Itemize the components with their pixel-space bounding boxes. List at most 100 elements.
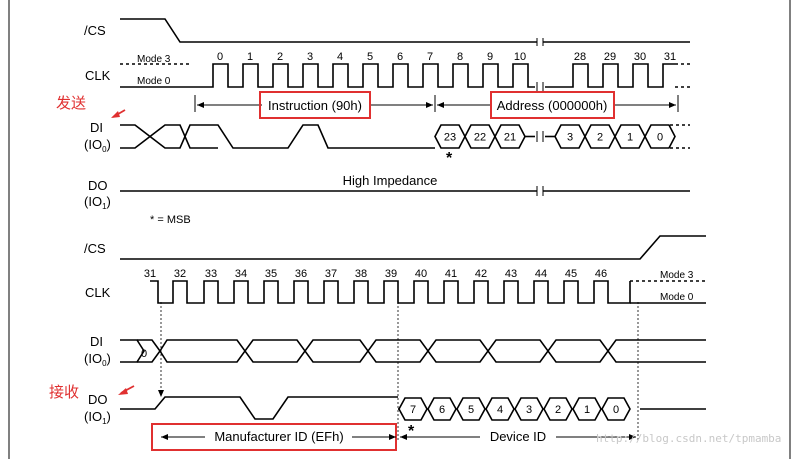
- top-mode3-label: Mode 3: [137, 54, 171, 65]
- instruction-label: Instruction (90h): [268, 98, 362, 113]
- data-bit-label: 6: [439, 404, 445, 416]
- data-bit-label: 4: [497, 404, 503, 416]
- device-id-label: Device ID: [490, 429, 546, 444]
- data-bit: 2: [543, 397, 573, 421]
- bottom-cs-waveform: [120, 235, 706, 260]
- top-clock-number: 9: [487, 51, 493, 63]
- top-clock-number: 7: [427, 51, 433, 63]
- data-bit-label: 1: [584, 404, 590, 416]
- top-clock-number: 10: [514, 51, 526, 63]
- bottom-do-sub: (IO1): [84, 409, 111, 426]
- data-bit: 0: [601, 397, 631, 421]
- bottom-di-waveform: [120, 339, 706, 363]
- top-mode0-label: Mode 0: [137, 76, 171, 87]
- data-bit: 5: [456, 397, 486, 421]
- top-phase-arrows: [194, 95, 679, 112]
- top-clock-number: 30: [634, 51, 646, 63]
- bottom-clock-number: 38: [355, 268, 367, 280]
- address-bit-label: 21: [504, 132, 516, 144]
- address-bit: 23: [434, 124, 466, 149]
- top-clock-number: 29: [604, 51, 616, 63]
- bottom-di-label: DI: [90, 334, 103, 349]
- address-bit: 2: [584, 124, 616, 149]
- bottom-do-label: DO: [88, 392, 108, 407]
- top-do-label: DO: [88, 178, 108, 193]
- bottom-clock-number: 43: [505, 268, 517, 280]
- bottom-clock-number: 37: [325, 268, 337, 280]
- address-bit-label: 23: [444, 132, 456, 144]
- bottom-mode0-label: Mode 0: [660, 292, 694, 303]
- bottom-clock-number: 46: [595, 268, 607, 280]
- bottom-clock-number: 35: [265, 268, 277, 280]
- bottom-clock-number: 42: [475, 268, 487, 280]
- data-bit-hexes: 7 6 5 4 3 2 1 0: [398, 397, 631, 421]
- bottom-cs-label: /CS: [84, 241, 106, 256]
- bottom-clock-number: 41: [445, 268, 457, 280]
- msb-note: * = MSB: [150, 214, 191, 226]
- bottom-msb-asterisk: *: [408, 423, 415, 440]
- top-clock-number: 5: [367, 51, 373, 63]
- data-bit: 1: [572, 397, 602, 421]
- bottom-clk-label: CLK: [85, 285, 111, 300]
- bottom-clock-number: 45: [565, 268, 577, 280]
- top-clock-number: 4: [337, 51, 343, 63]
- top-clock-number: 31: [664, 51, 676, 63]
- send-annotation: 发送: [56, 94, 86, 112]
- data-bit-label: 7: [410, 404, 416, 416]
- bottom-clock-number: 32: [174, 268, 186, 280]
- data-bit-label: 3: [526, 404, 532, 416]
- top-clock-number: 1: [247, 51, 253, 63]
- data-bit-label: 2: [555, 404, 561, 416]
- top-break-marks: [536, 38, 544, 196]
- address-bit-label: 0: [657, 132, 663, 144]
- bottom-clock-number: 36: [295, 268, 307, 280]
- bottom-clock-number: 34: [235, 268, 247, 280]
- watermark: http://blog.csdn.net/tpmamba: [596, 432, 781, 445]
- high-impedance-label: High Impedance: [343, 173, 438, 188]
- address-bit-label: 1: [627, 132, 633, 144]
- address-bit: 22: [464, 124, 496, 149]
- top-cs-label: /CS: [84, 23, 106, 38]
- data-bit: 7: [398, 397, 428, 421]
- top-clock-number: 6: [397, 51, 403, 63]
- bottom-do-waveform: [120, 396, 706, 420]
- bottom-mode3-label: Mode 3: [660, 270, 694, 281]
- instruction-highlight-box: [259, 91, 371, 119]
- receive-annotation: 接收: [49, 383, 79, 401]
- address-label: Address (000000h): [497, 98, 608, 113]
- top-clock-number: 8: [457, 51, 463, 63]
- top-clk-label: CLK: [85, 68, 111, 83]
- data-bit-label: 0: [613, 404, 619, 416]
- top-clock-number: 3: [307, 51, 313, 63]
- top-msb-asterisk: *: [446, 150, 453, 167]
- top-di-label: DI: [90, 120, 103, 135]
- address-bit: 21: [494, 124, 526, 149]
- address-highlight-box: [490, 91, 615, 119]
- bottom-clock-number: 31: [144, 268, 156, 280]
- manufacturer-id-label: Manufacturer ID (EFh): [214, 429, 343, 444]
- data-bit-label: 5: [468, 404, 474, 416]
- bottom-guides: [158, 302, 639, 440]
- bottom-di-first-bit: 0: [141, 348, 147, 360]
- top-di-waveform: [120, 124, 690, 149]
- send-arrow: [111, 109, 126, 118]
- top-di-sub: (IO0): [84, 137, 111, 154]
- top-clock-number: 0: [217, 51, 223, 63]
- address-bit: 3: [554, 124, 586, 149]
- bottom-di-sub: (IO0): [84, 351, 111, 368]
- receive-arrow: [118, 385, 135, 395]
- top-do-sub: (IO1): [84, 194, 111, 211]
- top-clk-waveform: [190, 63, 690, 92]
- data-bit: 4: [485, 397, 515, 421]
- data-bit: 6: [427, 397, 457, 421]
- bottom-phase-arrows: [161, 434, 636, 440]
- bottom-clk-waveform: [150, 280, 706, 304]
- data-bit: 3: [514, 397, 544, 421]
- top-clock-number: 2: [277, 51, 283, 63]
- address-bit-label: 2: [597, 132, 603, 144]
- bottom-clock-number: 40: [415, 268, 427, 280]
